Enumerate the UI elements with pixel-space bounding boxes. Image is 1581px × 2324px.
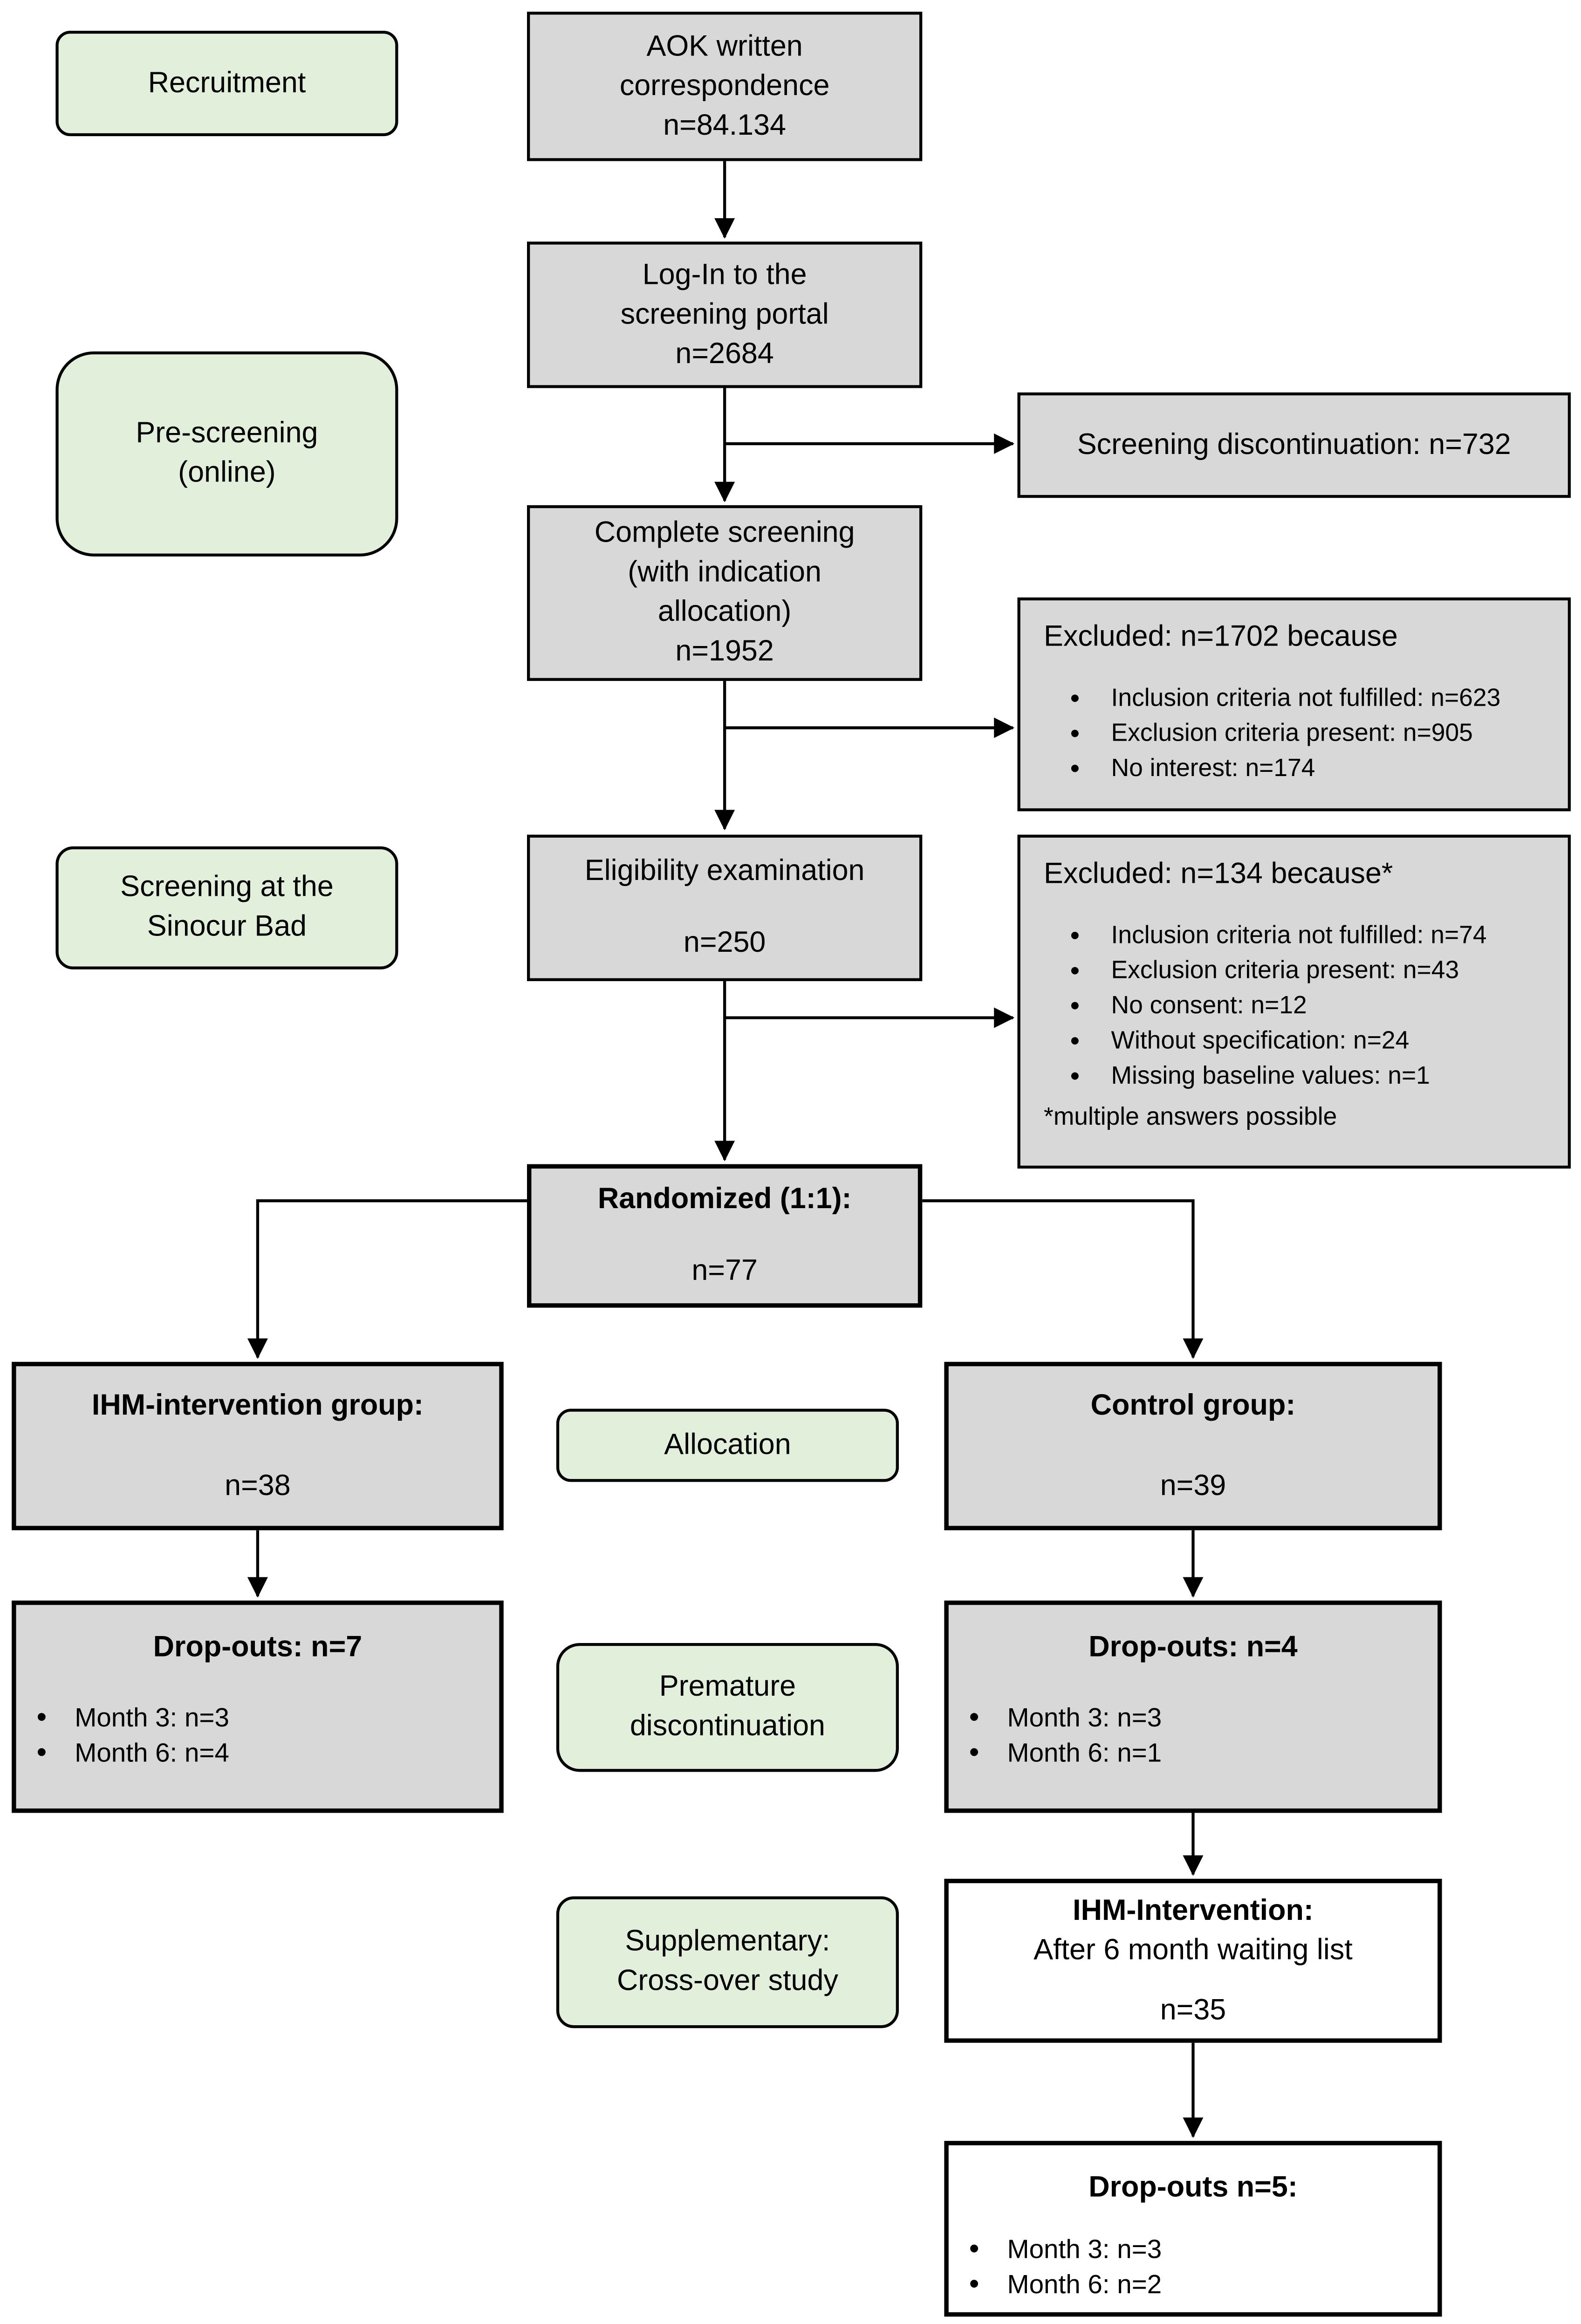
box-crossover-intervention: IHM-Intervention: After 6 month waiting … [944, 1878, 1442, 2043]
box-line: After 6 month waiting list [1033, 1933, 1353, 1966]
bullet-list: Inclusion criteria not fulfilled: n=623 … [1044, 681, 1553, 786]
stage-label-text: Allocation [664, 1428, 791, 1461]
box-header: Excluded: n=134 because* [1044, 858, 1393, 891]
bullet-list: Inclusion criteria not fulfilled: n=74 E… [1044, 918, 1553, 1094]
box-title: Drop-outs: n=4 [1088, 1631, 1298, 1664]
box-complete-screening: Complete screening (with indication allo… [527, 505, 923, 681]
bullet-item: Inclusion criteria not fulfilled: n=74 [1044, 918, 1553, 953]
box-line: Screening discontinuation: n=732 [1077, 428, 1511, 461]
stage-label-text: Screening at the [120, 871, 334, 904]
box-login-screening-portal: Log-In to the screening portal n=2684 [527, 241, 923, 388]
bullet-item: Inclusion criteria not fulfilled: n=623 [1044, 681, 1553, 716]
stage-label-prescreening: Pre-screening (online) [55, 351, 398, 557]
box-count: n=35 [1160, 1994, 1226, 2026]
box-line: (with indication [628, 556, 821, 589]
box-screening-discontinuation: Screening discontinuation: n=732 [1017, 392, 1571, 498]
bullet-item: Month 3: n=3 [949, 2232, 1437, 2267]
box-line: allocation) [657, 596, 792, 628]
stage-label-text: Recruitment [148, 66, 306, 99]
box-control-group: Control group: n=39 [944, 1361, 1442, 1531]
bullet-item: Without specification: n=24 [1044, 1024, 1553, 1059]
box-dropouts-control: Drop-outs: n=4 Month 3: n=3 Month 6: n=1 [944, 1600, 1442, 1813]
box-title: IHM-intervention group: [91, 1389, 424, 1422]
box-title: IHM-Intervention: [1073, 1894, 1314, 1926]
box-count: n=84.134 [663, 109, 787, 142]
box-line: Eligibility examination [584, 855, 865, 887]
box-excluded-eligibility: Excluded: n=134 because* Inclusion crite… [1017, 834, 1571, 1169]
box-line: Log-In to the [642, 258, 807, 291]
box-footnote: *multiple answers possible [1044, 1102, 1337, 1131]
bullet-item: Month 6: n=4 [16, 1735, 500, 1770]
box-randomized: Randomized (1:1): n=77 [527, 1164, 923, 1308]
box-count: n=1952 [675, 635, 774, 668]
box-line: Complete screening [594, 517, 855, 550]
bullet-list: Month 3: n=3 Month 6: n=2 [949, 2232, 1437, 2302]
bullet-item: Month 3: n=3 [16, 1700, 500, 1735]
box-title: Control group: [1090, 1389, 1296, 1422]
box-count: n=77 [691, 1255, 758, 1287]
bullet-item: Month 6: n=1 [949, 1735, 1437, 1770]
box-count: n=38 [225, 1469, 291, 1502]
stage-label-allocation: Allocation [556, 1409, 899, 1482]
stage-label-supplementary-crossover: Supplementary: Cross-over study [556, 1896, 899, 2028]
box-header: Excluded: n=1702 because [1044, 621, 1398, 653]
stage-label-text: Supplementary: [625, 1925, 830, 1958]
stage-label-text: discontinuation [630, 1710, 826, 1743]
bullet-item: Exclusion criteria present: n=43 [1044, 953, 1553, 988]
bullet-item: Month 6: n=2 [949, 2267, 1437, 2302]
box-title: Drop-outs: n=7 [153, 1631, 363, 1664]
box-aok-correspondence: AOK written correspondence n=84.134 [527, 12, 923, 161]
stage-label-text: Pre-screening [136, 417, 318, 450]
arrow-randomized-to-ihm-group [247, 1199, 527, 1359]
bullet-item: Exclusion criteria present: n=905 [1044, 716, 1553, 751]
bullet-item: Month 3: n=3 [949, 1700, 1437, 1735]
box-dropouts-crossover: Drop-outs n=5: Month 3: n=3 Month 6: n=2 [944, 2141, 1442, 2317]
bullet-list: Month 3: n=3 Month 6: n=1 [949, 1700, 1437, 1771]
box-line: correspondence [619, 69, 830, 102]
box-eligibility-examination: Eligibility examination n=250 [527, 834, 923, 981]
stage-label-text: Sinocur Bad [147, 911, 307, 943]
box-line: screening portal [620, 298, 829, 330]
box-dropouts-ihm: Drop-outs: n=7 Month 3: n=3 Month 6: n=4 [12, 1600, 504, 1813]
box-title: Drop-outs n=5: [1088, 2172, 1298, 2204]
stage-label-recruitment: Recruitment [55, 30, 398, 137]
box-title: Randomized (1:1): [597, 1183, 852, 1216]
box-line: AOK written [646, 30, 803, 62]
stage-label-text: (online) [178, 457, 276, 489]
stage-label-text: Premature [659, 1671, 796, 1703]
box-excluded-prescreening: Excluded: n=1702 because Inclusion crite… [1017, 597, 1571, 811]
arrow-randomized-to-control-group [922, 1199, 1204, 1359]
bullet-item: No consent: n=12 [1044, 989, 1553, 1024]
bullet-list: Month 3: n=3 Month 6: n=4 [16, 1700, 500, 1771]
stage-label-screening-site: Screening at the Sinocur Bad [55, 846, 398, 969]
box-ihm-intervention-group: IHM-intervention group: n=38 [12, 1361, 504, 1531]
stage-label-premature-discontinuation: Premature discontinuation [556, 1643, 899, 1772]
bullet-item: No interest: n=174 [1044, 751, 1553, 786]
box-count: n=250 [683, 927, 766, 959]
stage-label-text: Cross-over study [616, 1965, 838, 1998]
box-count: n=39 [1160, 1469, 1226, 1502]
box-count: n=2684 [675, 337, 774, 370]
bullet-item: Missing baseline values: n=1 [1044, 1059, 1553, 1093]
